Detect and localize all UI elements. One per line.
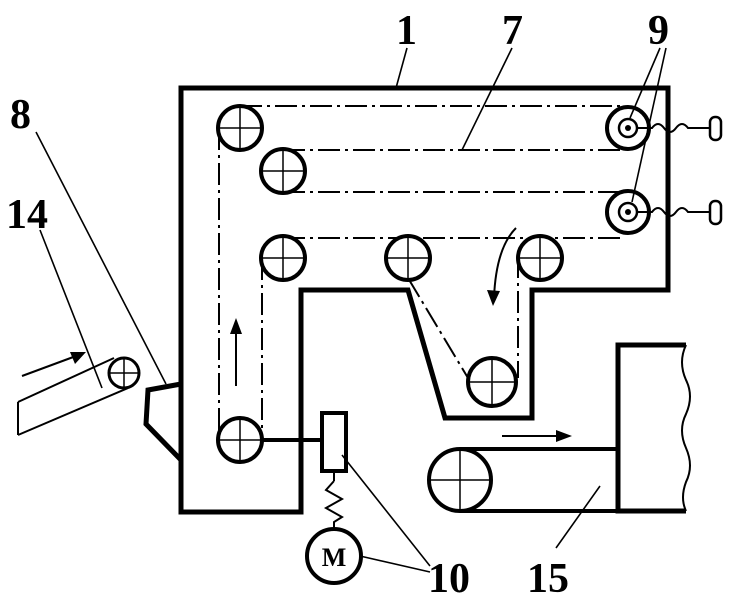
callout-9: 9	[648, 8, 669, 54]
callout-8: 8	[10, 92, 31, 138]
roller-middle-right	[516, 234, 564, 282]
drive-unit	[262, 411, 348, 528]
tensioner-lower	[605, 189, 723, 235]
roller-middle-center	[384, 234, 432, 282]
roller-drive	[216, 416, 264, 464]
roller-top-left	[216, 104, 264, 152]
motor-letter: M	[322, 543, 347, 572]
up-arrow	[230, 318, 242, 386]
roller-upper-inner	[259, 147, 307, 195]
output-conveyor	[427, 430, 618, 513]
roller-bottom-pocket	[466, 356, 518, 408]
chain-path	[218, 105, 623, 440]
curved-down-arrow	[487, 227, 517, 306]
feed-conveyor	[17, 352, 141, 436]
receiving-container	[615, 342, 691, 514]
callout-1: 1	[396, 8, 417, 54]
callout-10: 10	[428, 556, 470, 600]
tensioner-upper	[605, 105, 723, 151]
housing-outline	[178, 85, 671, 515]
roller-middle-left	[259, 234, 307, 282]
callout-14: 14	[6, 192, 48, 238]
motor: M	[305, 527, 363, 585]
leader-lines	[35, 47, 667, 573]
hopper	[143, 381, 183, 462]
callout-7: 7	[502, 8, 523, 54]
callout-15: 15	[527, 556, 569, 600]
